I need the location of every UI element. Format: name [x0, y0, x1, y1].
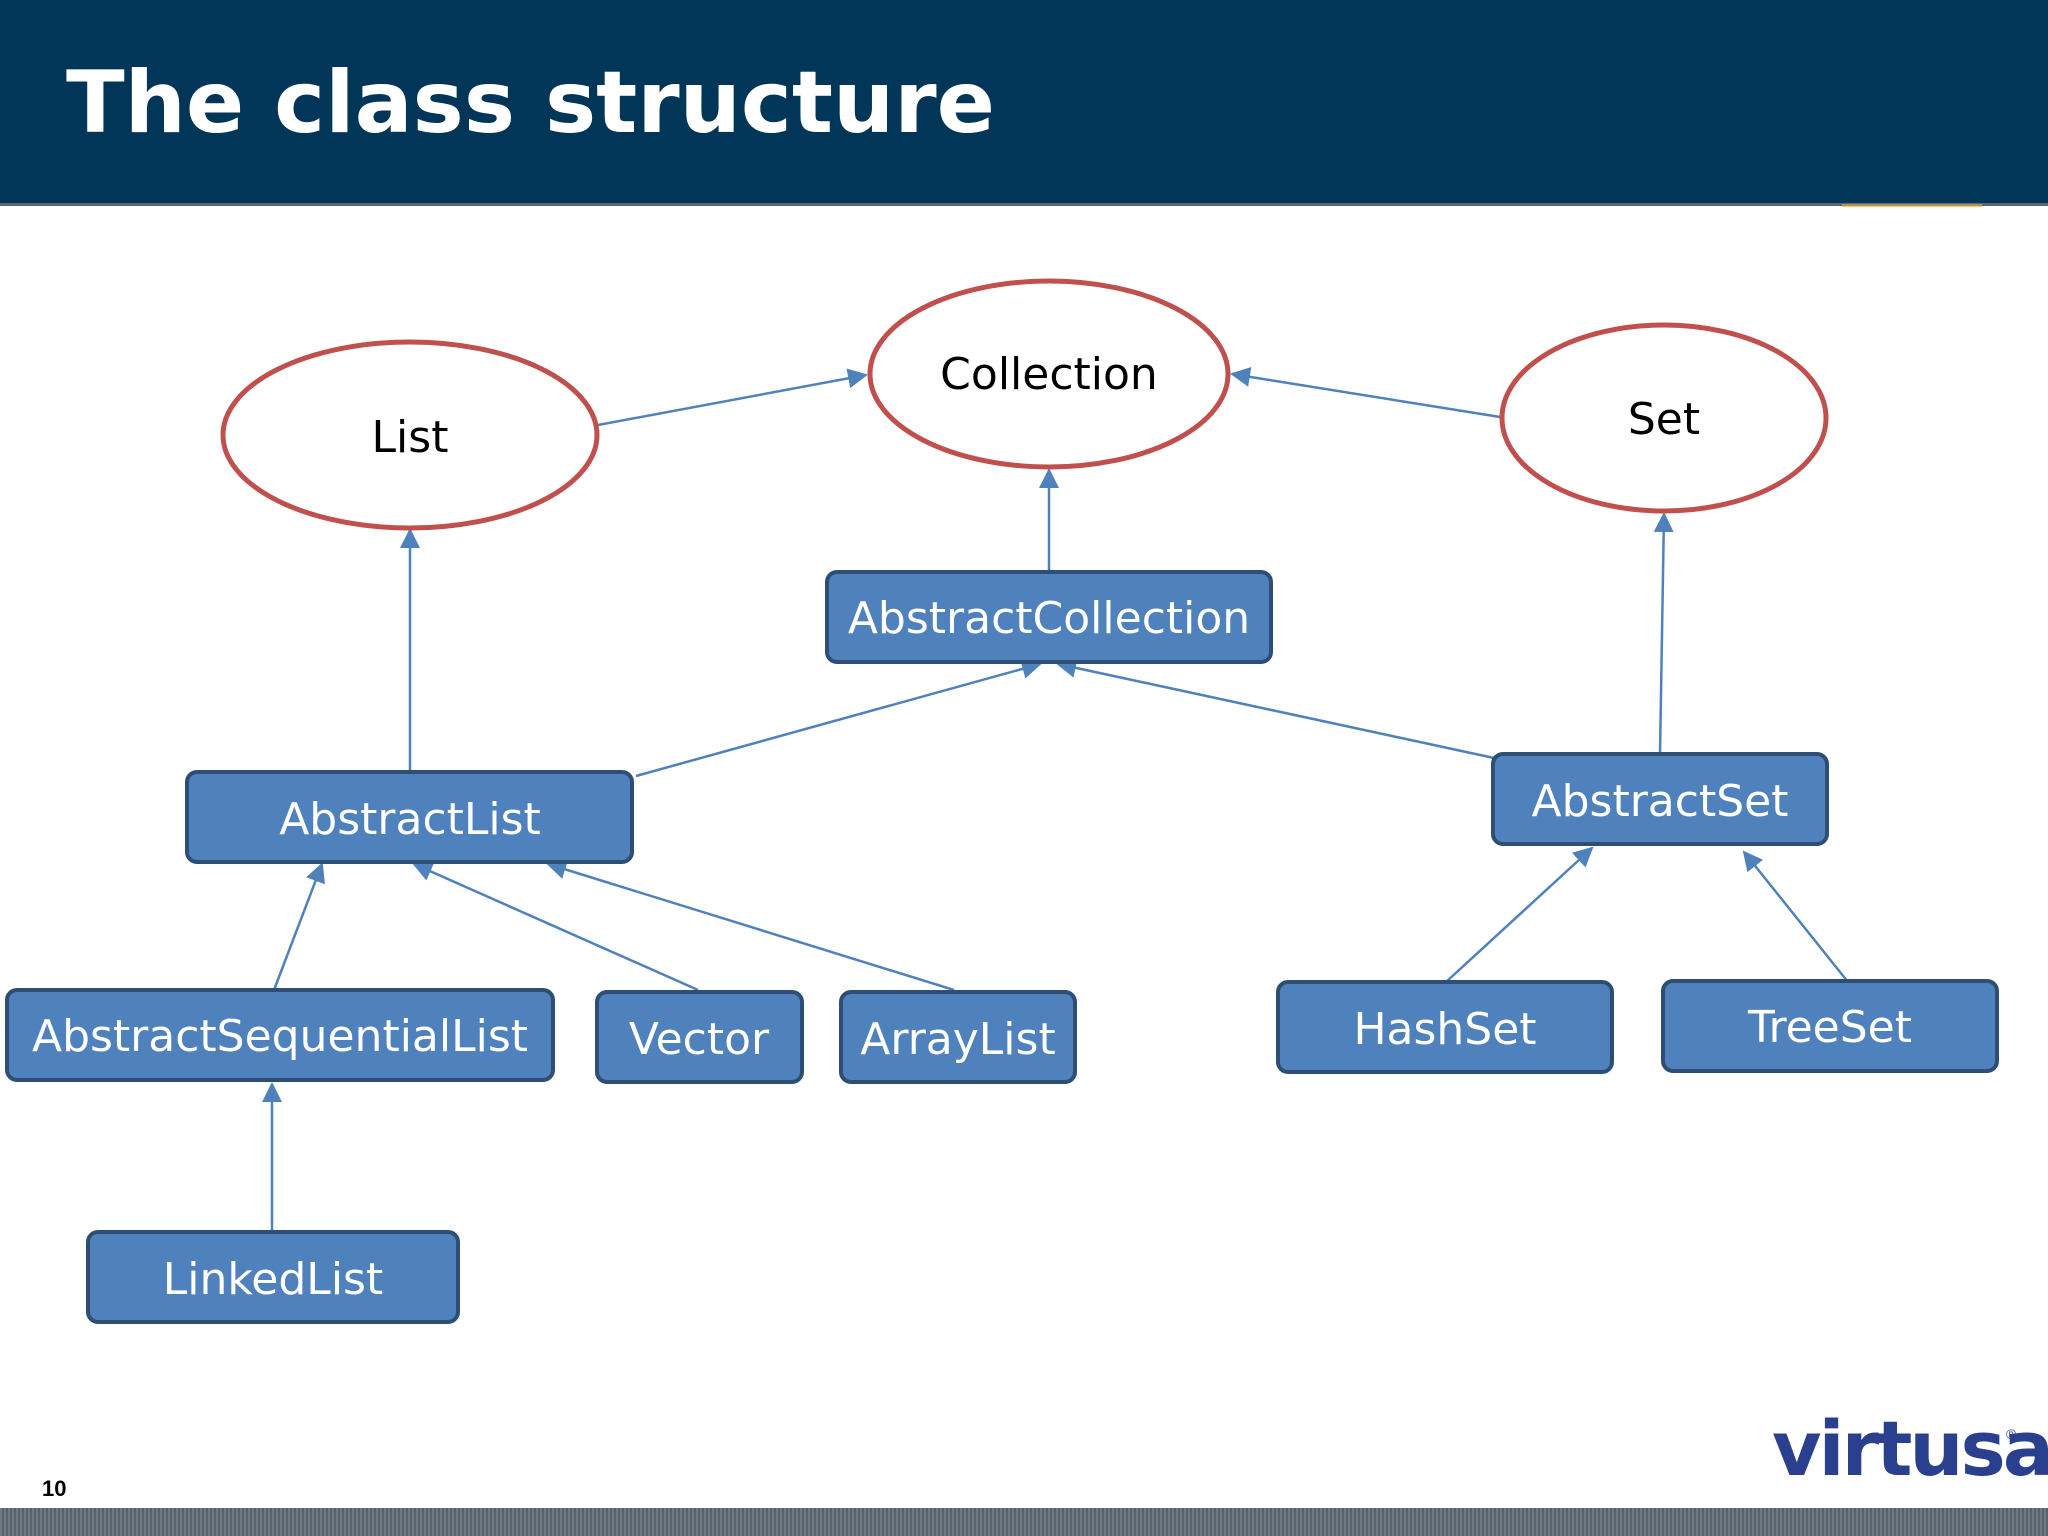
- class-linkedlist-box: [86, 1230, 460, 1324]
- class-vector-box: [595, 990, 804, 1084]
- edge-set-to-collection: [1230, 366, 1501, 419]
- class-abstractlist-box: [185, 770, 634, 864]
- interface-collection-label: Collection: [940, 349, 1158, 400]
- edge-treeset-to-abstractset: [1742, 850, 1849, 983]
- title-bar: [0, 0, 2048, 204]
- interface-list-shape: [220, 339, 600, 531]
- footer-band: [0, 1508, 2048, 1536]
- class-abstractset-box: [1491, 752, 1829, 846]
- interface-collection: Collection: [867, 278, 1231, 470]
- interface-list: List: [220, 339, 600, 531]
- class-linkedlist: LinkedList: [86, 1230, 460, 1324]
- class-treeset-box: [1661, 979, 1999, 1073]
- class-vector: Vector: [595, 990, 804, 1084]
- class-abstractlist-label: AbstractList: [279, 794, 541, 845]
- class-hashset-label: HashSet: [1353, 1004, 1536, 1055]
- edge-arraylist-to-abstractlist: [546, 859, 955, 992]
- registered-mark: ®: [2006, 1426, 2017, 1442]
- class-linkedlist-label: LinkedList: [163, 1254, 383, 1305]
- inheritance-edges: [262, 366, 1849, 1231]
- class-vector-label: Vector: [629, 1014, 770, 1065]
- class-abstractsequentiallist-label: AbstractSequentialList: [32, 1011, 528, 1062]
- class-abstractlist: AbstractList: [185, 770, 634, 864]
- class-abstractcollection-label: AbstractCollection: [848, 593, 1250, 644]
- interface-list-label: List: [372, 412, 449, 463]
- class-abstractsequentiallist: AbstractSequentialList: [5, 988, 555, 1082]
- virtusa-logo: virtusa: [1772, 1404, 2048, 1493]
- class-abstractcollection: AbstractCollection: [825, 570, 1273, 664]
- title-bar-shadow: [0, 203, 2048, 206]
- interface-set-label: Set: [1628, 394, 1700, 445]
- title-bar-accent: [1842, 204, 1982, 207]
- interface-set: Set: [1499, 322, 1829, 514]
- edge-vector-to-abstractlist: [412, 862, 699, 992]
- interface-set-shape: [1499, 322, 1829, 514]
- class-arraylist: ArrayList: [839, 990, 1077, 1084]
- class-treeset-label: TreeSet: [1747, 1002, 1912, 1053]
- class-abstractset-label: AbstractSet: [1532, 776, 1789, 827]
- slide-number: 10: [42, 1476, 67, 1501]
- slide-title: The class structure: [66, 53, 995, 153]
- class-hashset-box: [1276, 980, 1614, 1074]
- edge-abstractset-to-set: [1653, 512, 1674, 755]
- edge-abstractset-to-abstractcollection: [1056, 658, 1495, 760]
- class-arraylist-label: ArrayList: [860, 1014, 1055, 1065]
- edge-abstractlist-to-abstractcollection: [635, 659, 1042, 778]
- class-arraylist-box: [839, 990, 1077, 1084]
- class-abstractcollection-box: [825, 570, 1273, 664]
- edge-hashset-to-abstractset: [1445, 846, 1594, 983]
- class-hashset: HashSet: [1276, 980, 1614, 1074]
- class-treeset: TreeSet: [1661, 979, 1999, 1073]
- interface-collection-shape: [867, 278, 1231, 470]
- class-abstractset: AbstractSet: [1491, 752, 1829, 846]
- class-abstractsequentiallist-box: [5, 988, 555, 1082]
- edge-abstractsequentiallist-to-abstractlist: [272, 862, 325, 991]
- edge-list-to-collection: [597, 368, 868, 427]
